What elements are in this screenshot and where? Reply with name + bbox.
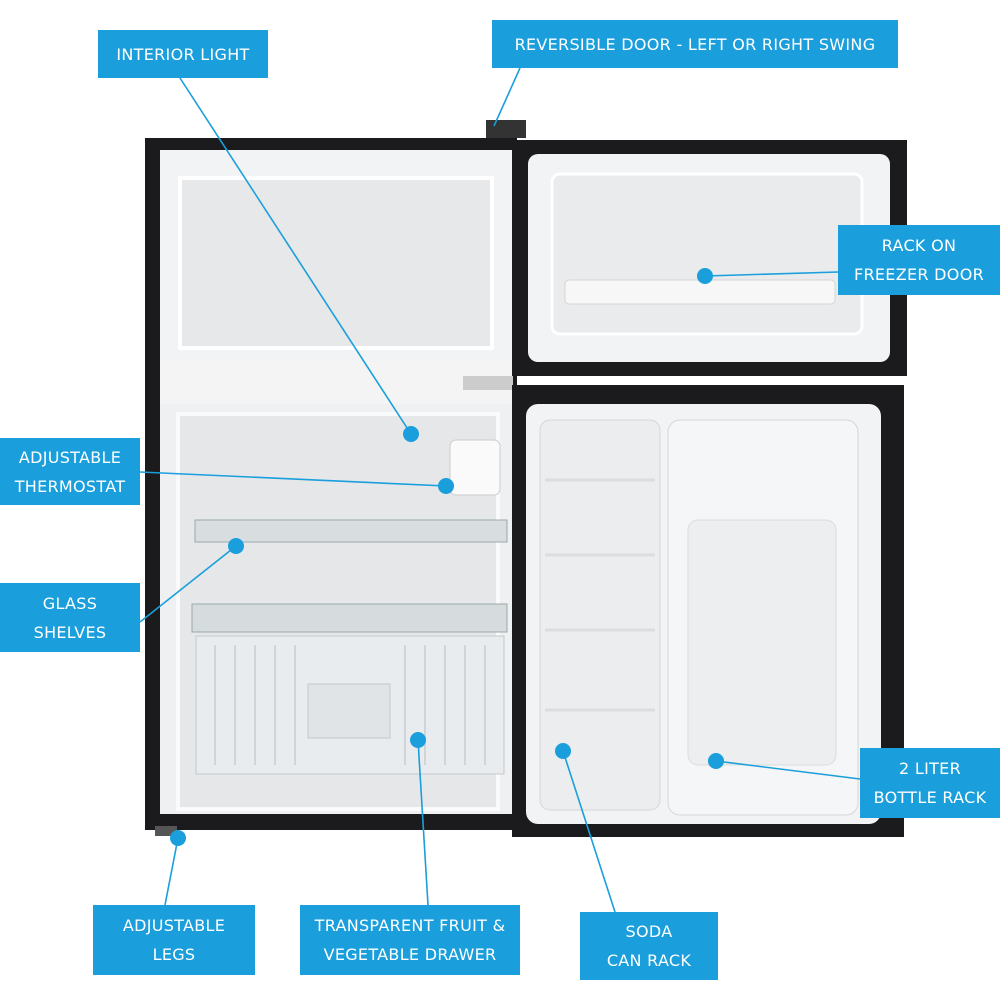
freezer-rack-marker: [697, 268, 713, 284]
glass-shelf: [194, 519, 508, 543]
label-text: INTERIOR LIGHT: [116, 44, 250, 64]
label-freezer-rack: RACK ON FREEZER DOOR: [838, 225, 1000, 295]
top-hinge: [486, 120, 526, 138]
thermostat-marker: [438, 478, 454, 494]
label-text: TRANSPARENT FRUIT &: [314, 916, 506, 935]
label-text: 2 LITER: [899, 759, 961, 778]
label-text: VEGETABLE DRAWER: [323, 945, 497, 964]
drawer-cover: [191, 603, 508, 633]
divider-panel: [160, 362, 512, 404]
label-text: BOTTLE RACK: [873, 788, 987, 807]
interior-light-marker: [403, 426, 419, 442]
thermostat-housing: [449, 439, 501, 496]
leader-lines: [139, 67, 861, 913]
label-text: RACK ON: [881, 236, 957, 255]
label-text: LEGS: [152, 945, 196, 964]
label-text: SODA: [625, 922, 673, 941]
label-glass-shelves: GLASS SHELVES: [0, 583, 140, 652]
label-text: ADJUSTABLE: [122, 916, 226, 935]
hinge: [463, 376, 513, 390]
label-text: FREEZER DOOR: [853, 265, 985, 284]
label-text: ADJUSTABLE: [18, 447, 122, 467]
label-bottle-rack: 2 LITER BOTTLE RACK: [860, 748, 1000, 818]
label-drawer: TRANSPARENT FRUIT & VEGETABLE DRAWER: [300, 905, 520, 975]
leg: [155, 826, 177, 836]
label-text: GLASS: [42, 593, 98, 613]
label-text: SHELVES: [33, 622, 107, 642]
bottle-rack-marker: [708, 753, 724, 769]
can-rack: [539, 419, 661, 811]
soda-rack-marker: [555, 743, 571, 759]
freezer-door-rack: [564, 279, 836, 305]
glass-shelf-marker: [228, 538, 244, 554]
label-text: CAN RACK: [606, 951, 692, 970]
drawer-marker: [410, 732, 426, 748]
label-reversible-door: REVERSIBLE DOOR - LEFT OR RIGHT SWING: [492, 20, 898, 68]
label-soda-rack: SODA CAN RACK: [580, 912, 718, 980]
label-legs: ADJUSTABLE LEGS: [93, 905, 255, 975]
label-interior-light: INTERIOR LIGHT: [98, 30, 268, 78]
label-text: THERMOSTAT: [14, 476, 126, 496]
label-thermostat: ADJUSTABLE THERMOSTAT: [0, 438, 140, 505]
label-text: REVERSIBLE DOOR - LEFT OR RIGHT SWING: [514, 34, 876, 54]
legs-marker: [170, 830, 186, 846]
